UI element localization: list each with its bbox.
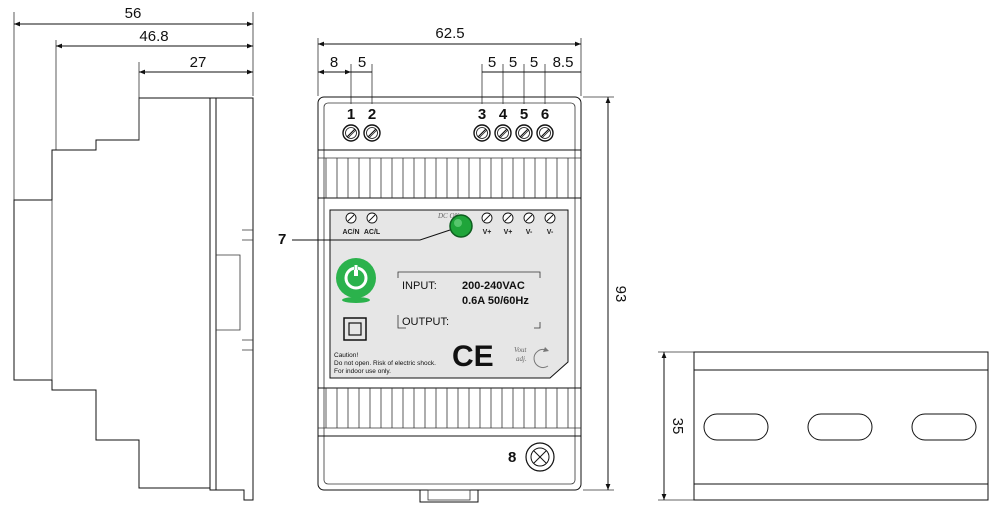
input-label: INPUT: (402, 280, 437, 292)
dc-ok-led-icon (449, 214, 473, 238)
terminal-number: 2 (368, 106, 376, 123)
dim-top-right-3: 5 (530, 54, 538, 71)
terminal-number: 1 (347, 106, 355, 123)
caution-line-1: Caution! (334, 352, 358, 359)
dim-top-right-2: 5 (509, 54, 517, 71)
label-panel: AC/N AC/L V+ V+ V- V- DC OK INPUT: 200-240VAC… (329, 209, 569, 379)
adj-label: adj. (516, 355, 527, 363)
input-current: 0.6A 50/60Hz (462, 295, 529, 307)
terminal-number: 3 (478, 106, 486, 123)
panel-terminal-label: AC/L (364, 229, 381, 236)
vout-label: Vout (514, 346, 528, 354)
dim-mid: 46.8 (139, 28, 168, 45)
front-view: 62.5 8 5 5 5 5 8.5 93 (278, 25, 629, 503)
rail-slot-1 (703, 413, 769, 441)
panel-terminal-label: V- (547, 229, 554, 236)
bottom-ribs (317, 387, 582, 437)
dim-rail-height: 35 (669, 418, 686, 435)
dim-overall: 56 (125, 5, 142, 22)
panel-background (329, 209, 569, 379)
terminal-number: 5 (520, 106, 528, 123)
front-dimensions: 62.5 8 5 5 5 5 8.5 93 (317, 25, 629, 491)
callout-7: 7 (278, 231, 286, 248)
output-label: OUTPUT: (402, 316, 449, 328)
terminal-number: 4 (499, 106, 508, 123)
vout-adjust-icon (533, 349, 549, 368)
rail-view: 35 (658, 351, 989, 501)
dim-width: 62.5 (435, 25, 464, 42)
callout-8: 8 (508, 449, 516, 466)
rail-slot-2 (807, 413, 873, 441)
dim-height: 93 (612, 286, 629, 303)
side-housing-outline (13, 97, 211, 489)
terminal-number: 6 (541, 106, 549, 123)
caution-line-2: Do not open. Risk of electric shock. (334, 360, 436, 367)
caution-line-3: For indoor use only. (334, 368, 391, 375)
panel-terminal-label: V+ (504, 229, 513, 236)
panel-terminal-label: AC/N (342, 229, 359, 236)
input-voltage: 200-240VAC (462, 280, 525, 292)
side-front-plate (215, 97, 254, 501)
panel-terminal-label: V+ (483, 229, 492, 236)
din-rail (693, 351, 989, 501)
side-view: 56 46.8 27 (13, 5, 254, 501)
dim-depth: 27 (190, 54, 207, 71)
dim-top-left-2: 5 (358, 54, 366, 71)
panel-terminal-label: V- (526, 229, 533, 236)
dim-top-right-1: 5 (488, 54, 496, 71)
adjust-screw-icon (525, 442, 555, 472)
ce-mark: CE (452, 340, 494, 373)
rail-slot-3 (911, 413, 977, 441)
top-ribs (317, 149, 582, 199)
dim-top-right-4: 8.5 (553, 54, 574, 71)
power-logo-icon (336, 258, 376, 303)
double-insulation-icon (343, 317, 367, 341)
side-dimensions: 56 46.8 27 (13, 5, 254, 200)
dc-ok-label: DC OK (437, 212, 460, 220)
dim-top-left-1: 8 (330, 54, 338, 71)
